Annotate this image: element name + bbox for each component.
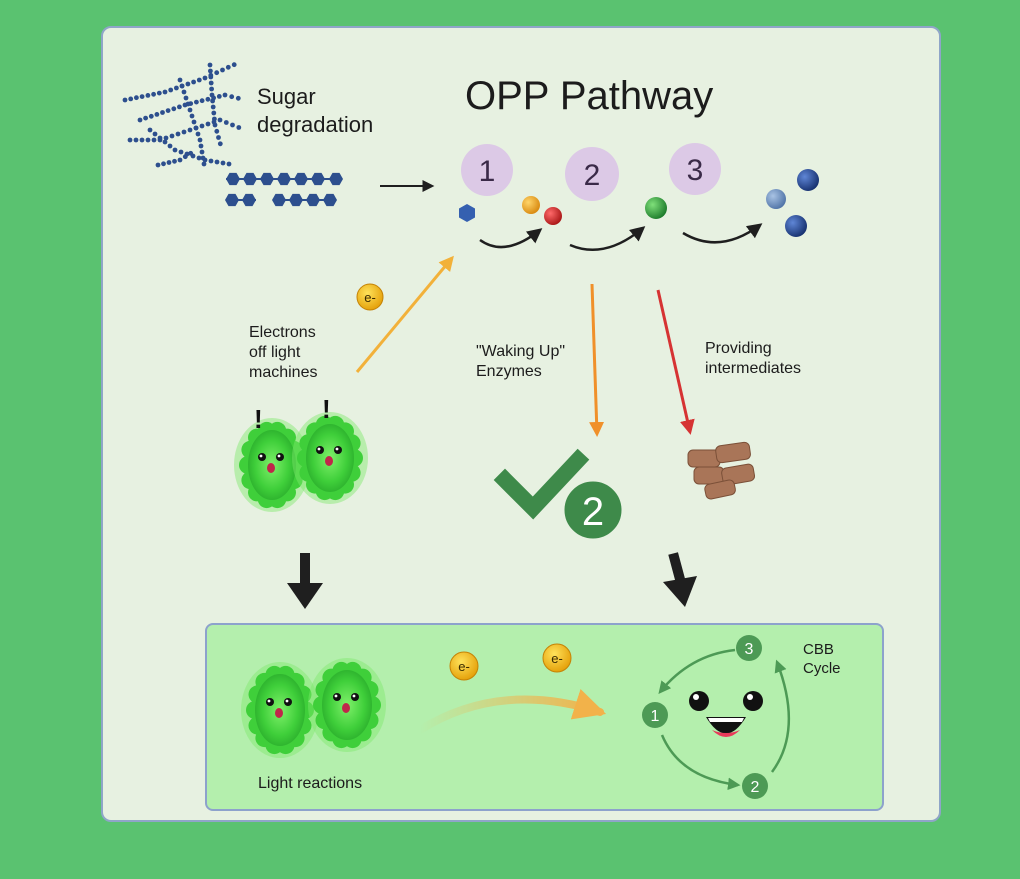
svg-text:2: 2	[584, 159, 601, 192]
sugar-label-line-2: degradation	[257, 112, 374, 137]
blue-molecule-icon-1	[797, 169, 819, 191]
pathway-arrow-2	[569, 226, 646, 252]
svg-text:1: 1	[479, 155, 496, 188]
checkmark-icon	[493, 448, 590, 520]
blue-molecule-icon-2	[785, 215, 807, 237]
svg-text:3: 3	[687, 154, 704, 187]
step-circle-2: 2	[565, 147, 619, 201]
cbb-step-2: 2	[742, 773, 768, 799]
down-arrow-left	[287, 553, 323, 609]
electron-badge-icon: e-	[356, 283, 384, 311]
electrons-label: Electrons off light machines	[249, 323, 317, 383]
cbb-step-1: 1	[642, 702, 668, 728]
page-title: OPP Pathway	[465, 74, 714, 118]
pathway-arrow-1	[479, 228, 543, 249]
cbb-step-3: 3	[736, 635, 762, 661]
svg-text:e-: e-	[364, 290, 376, 305]
svg-text:3: 3	[745, 641, 754, 658]
intermediates-icon	[687, 441, 756, 500]
svg-text:2: 2	[751, 779, 760, 796]
electron-badge-icon-3: e-	[542, 643, 572, 673]
waking-label-line-1: "Waking Up"	[476, 343, 566, 360]
glucose-hexagon-icon	[459, 204, 475, 222]
cbb-cycle-arrows	[658, 648, 791, 791]
red-molecule-icon	[544, 207, 562, 225]
sugar-label-line-1: Sugar	[257, 84, 316, 109]
green-molecule-icon	[645, 197, 667, 219]
step-circle-1: 1	[461, 144, 513, 196]
electrons-label-line-2: off light	[249, 344, 301, 361]
svg-text:2: 2	[582, 490, 604, 534]
orange-molecule-icon	[522, 196, 540, 214]
svg-text:e-: e-	[458, 659, 470, 674]
providing-arrow	[656, 289, 695, 435]
light-reactions-label: Light reactions	[258, 775, 363, 792]
electron-badge-icon-2: e-	[449, 651, 479, 681]
providing-label-line-1: Providing	[705, 340, 772, 357]
cbb-label-line-2: Cycle	[803, 660, 841, 677]
sugar-degradation-label: Sugar degradation	[257, 83, 373, 139]
down-arrow-right	[663, 552, 697, 607]
electrons-label-line-3: machines	[249, 364, 318, 381]
lightblue-molecule-icon	[766, 189, 786, 209]
waking-up-arrow	[589, 283, 605, 437]
electron-flow-arrow	[416, 688, 607, 734]
electrons-label-line-1: Electrons	[249, 324, 316, 341]
light-machine-characters-top	[234, 412, 368, 512]
hexagon-chain-icon	[225, 172, 343, 207]
cbb-label-line-1: CBB	[803, 641, 834, 658]
happy-face-icon	[689, 691, 763, 737]
exclamation-mark-2: !	[322, 394, 331, 424]
providing-label-line-2: intermediates	[705, 360, 802, 377]
svg-text:1: 1	[651, 708, 660, 725]
check-number-badge: 2	[561, 478, 625, 542]
waking-label-line-2: Enzymes	[476, 363, 542, 380]
light-machine-characters-bottom	[241, 658, 386, 758]
waking-up-enzymes-label: "Waking Up" Enzymes	[476, 342, 565, 382]
cbb-cycle-label: CBB Cycle	[803, 640, 841, 678]
providing-intermediates-label: Providing intermediates	[705, 339, 801, 379]
exclamation-mark-1: !	[254, 404, 263, 434]
step-circle-3: 3	[669, 143, 721, 195]
pathway-arrow-3	[682, 223, 763, 244]
sugar-polymer-icon	[122, 62, 242, 168]
svg-text:e-: e-	[551, 651, 563, 666]
electron-arrow	[355, 255, 454, 373]
